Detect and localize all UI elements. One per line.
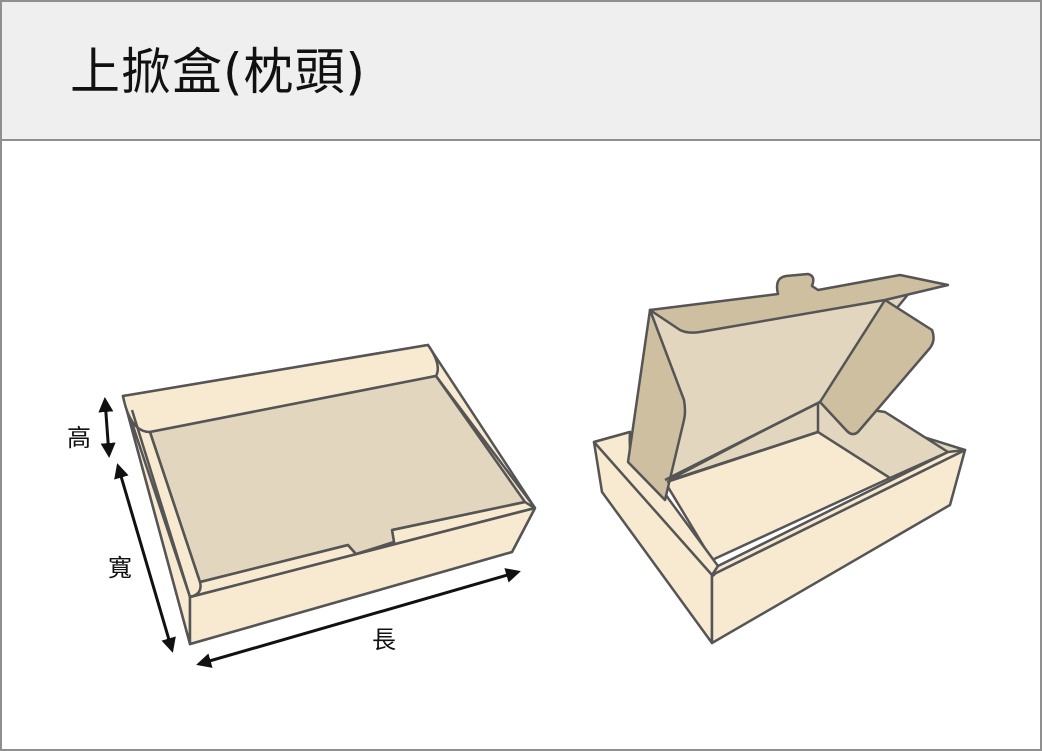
width-arrow xyxy=(114,463,176,653)
length-label: 長 xyxy=(372,626,396,654)
closed-box-illustration xyxy=(121,343,537,646)
dimension-arrows xyxy=(98,397,521,668)
height-arrow xyxy=(98,397,116,458)
title-bar: 上掀盒(枕頭) xyxy=(2,2,1040,141)
page-title: 上掀盒(枕頭) xyxy=(70,43,367,101)
width-label: 寬 xyxy=(108,554,132,582)
open-box-illustration xyxy=(592,272,967,645)
length-arrow xyxy=(196,568,521,668)
height-label: 高 xyxy=(67,424,91,452)
